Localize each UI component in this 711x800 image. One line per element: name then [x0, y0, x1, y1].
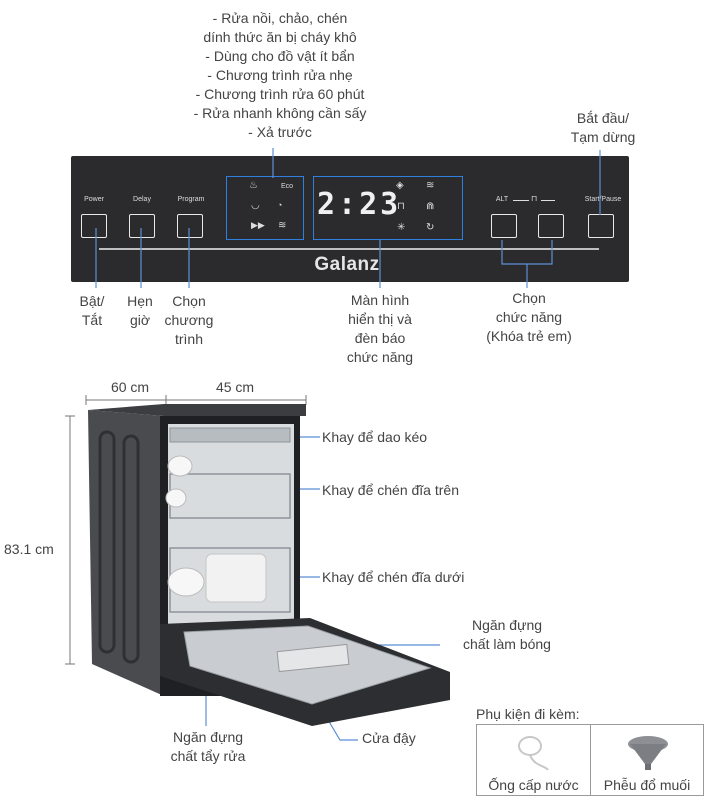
plate-stack: [205, 553, 267, 603]
function-label-line: Chọn: [512, 290, 546, 306]
lock-indicator-icon: ⊓: [397, 201, 405, 212]
display-screen: [313, 176, 463, 240]
function-button-left[interactable]: [491, 214, 517, 238]
display-label-line: hiển thị và: [348, 311, 412, 327]
cutlery-tray: [169, 427, 291, 443]
program-label: Chọn chương trình: [158, 292, 220, 349]
cutlery-tray-label: Khay để dao kéo: [322, 429, 428, 445]
salt-indicator-icon: ≋: [426, 180, 435, 191]
water-hose-icon: [518, 736, 549, 771]
function-button-right[interactable]: [538, 214, 564, 238]
brand-logo: Galanz: [314, 254, 380, 275]
program-callout-line: - Xả trước: [248, 124, 312, 140]
child-lock-icon: ⊓: [531, 194, 538, 203]
program-icons: [226, 176, 304, 240]
time-display: 2:23: [317, 187, 402, 222]
start-callout-line: Bắt đầu/: [576, 110, 630, 126]
program-label-line: chương: [164, 312, 214, 328]
eco-text: Eco: [280, 183, 294, 190]
function-label-line: (Khóa trẻ em): [486, 328, 572, 344]
rinse-aid-label-line: chất làm bóng: [463, 636, 551, 652]
sixty-min-icon: ◔: [277, 200, 283, 210]
dishwasher-illustration: [88, 404, 450, 726]
salt-funnel-icon: [628, 736, 668, 770]
delay-text: Delay: [133, 196, 151, 203]
side-rib-1: [98, 430, 116, 654]
program-text: Program: [177, 196, 205, 203]
quick-wash-icon: ▶▶: [251, 220, 265, 230]
start-callout-line: Tạm dừng: [570, 129, 636, 145]
detergent-label: Ngăn đựng chất tẩy rửa: [150, 728, 266, 766]
start-pause-text: Start/Pause: [584, 196, 622, 203]
program-label-line: trình: [174, 331, 203, 347]
delay-button[interactable]: [129, 214, 155, 238]
start-callout: Bắt đầu/ Tạm dừng: [558, 109, 648, 147]
program-callout: - Rửa nồi, chảo, chén dính thức ăn bị ch…: [160, 9, 400, 142]
water-hose-label: Ống cấp nước: [488, 777, 579, 793]
program-label-line: Chọn: [172, 293, 206, 309]
program-callout-line: dính thức ăn bị cháy khô: [203, 29, 357, 45]
program-callout-line: - Rửa nhanh không cần sấy: [193, 105, 367, 121]
alt-line-right: [541, 200, 555, 201]
upper-rack-label: Khay để chén đĩa trên: [322, 482, 459, 498]
power-button[interactable]: [81, 214, 107, 238]
display-label: Màn hình hiển thị và đèn báo chức năng: [330, 291, 430, 367]
alt-line: [513, 200, 529, 201]
rinse-aid-label: Ngăn đựng chất làm bóng: [446, 616, 568, 654]
top-panel: [88, 404, 306, 416]
display-label-line: Màn hình: [350, 292, 410, 308]
accessories-divider: [590, 725, 591, 795]
delay-label-line: Hẹn: [127, 293, 153, 309]
alt-text: ALT: [495, 196, 509, 203]
panel-divider: [99, 248, 599, 250]
bowl-icon: ◡: [251, 200, 260, 211]
accessories-box: Ống cấp nước Phễu đổ muối: [476, 724, 704, 796]
rinse-aid-label-line: Ngăn đựng: [471, 617, 543, 633]
power-label-line: Bật/: [79, 293, 105, 309]
program-callout-line: - Chương trình rửa 60 phút: [195, 86, 365, 102]
detergent-label-line: Ngăn đựng: [172, 729, 244, 745]
control-panel: Power Delay Program Eco ♨ ◡ ◔ ▶▶ ≋ 2:23 …: [71, 156, 629, 282]
side-rib-2: [122, 434, 140, 664]
program-button[interactable]: [177, 214, 203, 238]
delay-label-line: giờ: [129, 312, 151, 328]
program-callout-line: - Dùng cho đồ vật ít bẩn: [205, 48, 355, 64]
power-label: Bật/ Tắt: [70, 292, 114, 330]
function-label-line: chức năng: [495, 309, 563, 325]
width-dimension: 45 cm: [215, 379, 255, 395]
start-pause-button[interactable]: [588, 214, 614, 238]
function-label: Chọn chức năng (Khóa trẻ em): [470, 289, 588, 346]
dry-indicator-icon: ✳: [397, 222, 406, 233]
dispenser-box: [276, 643, 350, 673]
height-dimension: 83.1 cm: [4, 541, 54, 557]
prewash-icon: ≋: [278, 220, 287, 231]
bowl-upper: [167, 455, 193, 477]
lower-rack-label: Khay để chén đĩa dưới: [322, 569, 465, 585]
display-label-line: đèn báo: [354, 330, 406, 346]
salt-funnel-label: Phễu đổ muối: [603, 777, 691, 793]
dimension-lines: [65, 395, 307, 665]
accessories-title: Phụ kiện đi kèm:: [476, 706, 580, 722]
rinse-indicator-icon: ◈: [396, 180, 404, 191]
spray-indicator-icon: ⋒: [426, 201, 435, 212]
door-label: Cửa đậy: [362, 730, 416, 746]
display-label-line: chức năng: [346, 349, 414, 365]
delay-label: Hẹn giờ: [118, 292, 162, 330]
power-label-line: Tắt: [81, 312, 103, 328]
program-callout-line: - Rửa nồi, chảo, chén: [212, 10, 348, 26]
bowl-lower: [167, 567, 205, 597]
bowl-upper-2: [165, 488, 187, 508]
depth-dimension: 60 cm: [110, 379, 150, 395]
program-callout-line: - Chương trình rửa nhẹ: [207, 67, 353, 83]
power-text: Power: [84, 196, 104, 203]
pot-icon: ♨: [249, 180, 258, 191]
detergent-label-line: chất tẩy rửa: [170, 748, 246, 764]
side-panel: [88, 410, 164, 696]
cycle-indicator-icon: ↻: [426, 222, 435, 233]
function-bracket: [501, 240, 553, 265]
